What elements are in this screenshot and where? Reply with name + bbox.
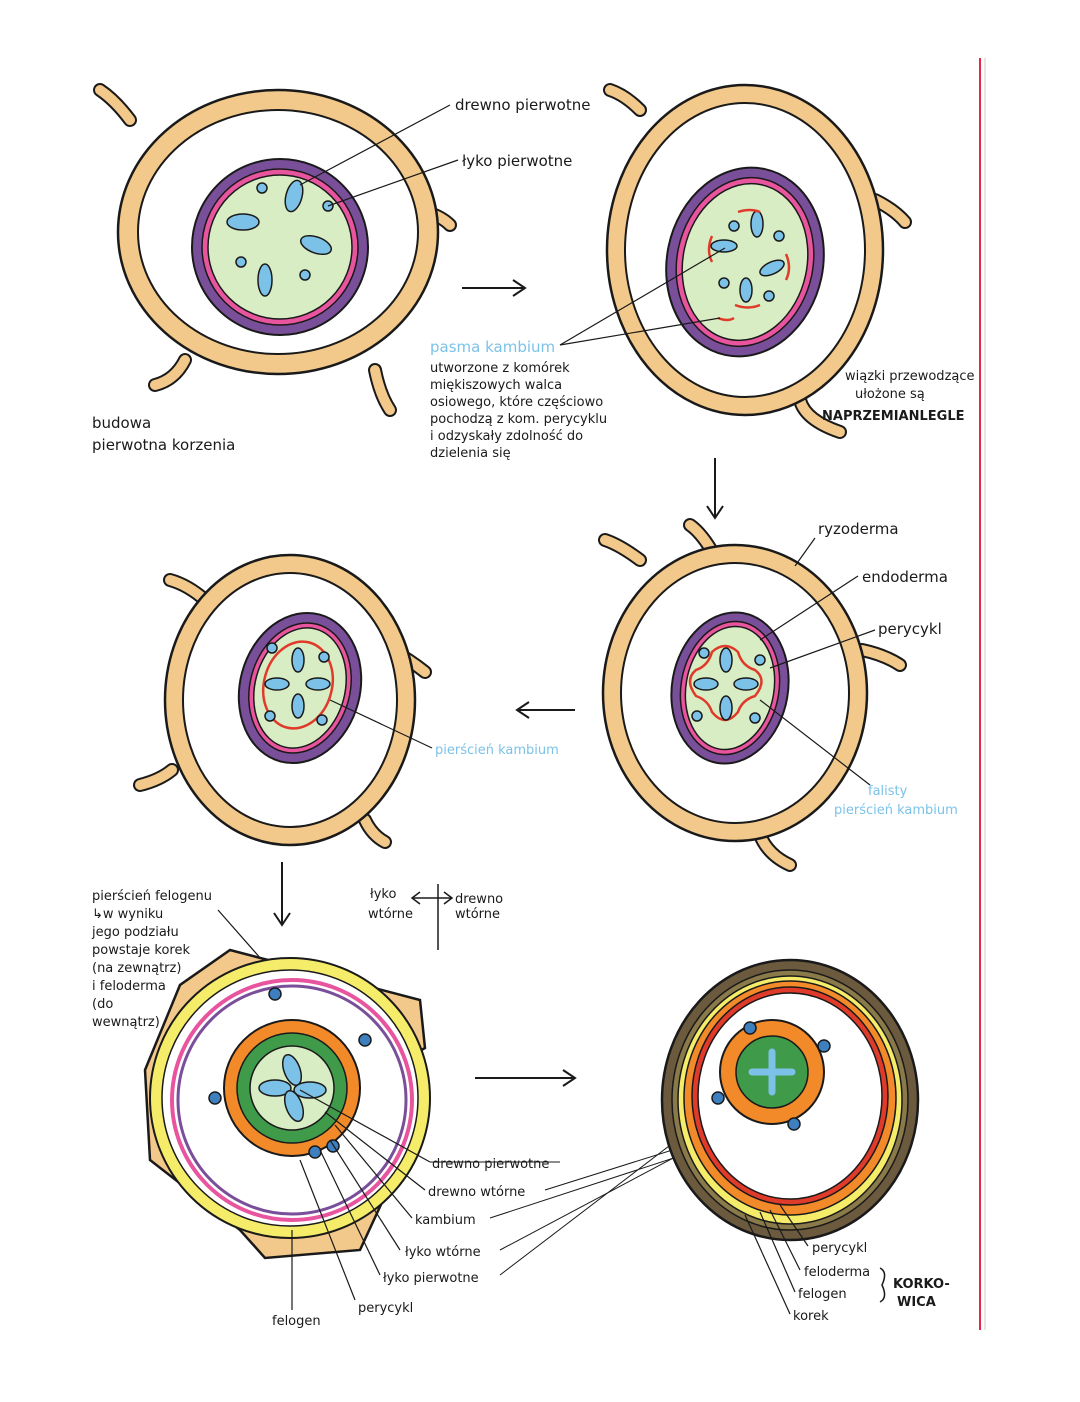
label-cambium-strips-line4: pochodzą z kom. perycyklu (430, 412, 607, 427)
label-bundles-alternate: wiązki przewodzące ułożone są NAPRZEMIAN… (822, 369, 975, 424)
label-bottom-cambium: kambium (415, 1213, 476, 1228)
label-wavy-cambium-line1: falisty (868, 784, 908, 799)
brace-korkowica (879, 1267, 886, 1303)
label-bottom-pericycle: perycykl (358, 1301, 413, 1316)
arrow-stage4-to-stage5 (273, 862, 291, 927)
label-phellogen-line7: (do (92, 997, 113, 1012)
leader-wavy-cambium (759, 699, 871, 786)
label-bottom-phellogen: felogen (272, 1314, 321, 1329)
leader-rhizodermis (794, 537, 816, 567)
label-secondary-xylem-line1: drewno (455, 892, 503, 907)
leader-cambium-strip-2 (559, 317, 721, 346)
leaders-right-list (744, 1204, 809, 1315)
label-cambium-strips-line5: i odzyskały zdolność do (430, 429, 583, 444)
label-rhizodermis: ryzoderma (818, 520, 899, 538)
label-cambium-ring: pierścień kambium (435, 743, 559, 758)
label-primary-xylem: drewno pierwotne (455, 96, 590, 114)
stage1-primary-root (93, 83, 457, 417)
label-pericycle: perycykl (878, 620, 942, 638)
label-phellogen-line5: (na zewnątrz) (92, 961, 181, 976)
stage4-cambium-ring (133, 553, 432, 849)
label-bottom-primary-phloem: łyko pierwotne (383, 1271, 479, 1286)
label-primary-phloem: łyko pierwotne (462, 152, 572, 170)
label-primary-structure-line2: pierwotna korzenia (92, 436, 235, 454)
label-cambium-strips-line2: miękiszowych walca (430, 378, 562, 393)
label-phellogen-line3: jego podziału (91, 925, 179, 940)
label-wavy-cambium-line2: pierścień kambium (834, 803, 958, 818)
label-secondary-phloem-line1: łyko (370, 887, 396, 902)
label-right-phelloderm: feloderma (804, 1265, 870, 1280)
label-bottom-secondary-phloem: łyko wtórne (405, 1245, 481, 1260)
leader-primary-xylem (299, 104, 451, 186)
label-phellogen-line8: wewnątrz) (92, 1015, 160, 1030)
leader-endodermis (759, 575, 859, 641)
label-cambium-strips-line3: osiowego, które częściowo (430, 395, 603, 410)
label-primary-structure-line1: budowa (92, 414, 151, 432)
label-phellogen-line4: powstaje korek (92, 943, 190, 958)
label-right-phellogen: felogen (798, 1287, 847, 1302)
label-secondary-tissues: łyko wtórne drewno wtórne (368, 884, 503, 950)
leader-cambium-ring (329, 699, 433, 749)
stage5-secondary-growth (143, 948, 431, 1260)
label-secondary-xylem-line2: wtórne (455, 907, 500, 922)
leader-phellogen-ring (217, 909, 263, 961)
label-phellogen-line6: i feloderma (92, 979, 166, 994)
label-right-pericycle: perycykl (812, 1241, 867, 1256)
label-wavy-cambium: falisty pierścień kambium (834, 784, 958, 818)
label-cambium-strips-line6: dzielenia się (430, 446, 511, 461)
label-phellogen-line1: pierścień felogenu (92, 889, 212, 904)
label-cambium-strips-title: pasma kambium (430, 338, 555, 356)
label-primary-structure: budowa pierwotna korzenia (92, 414, 235, 454)
label-cambium-strips: pasma kambium utworzone z komórek miękis… (430, 338, 607, 461)
label-secondary-phloem-line2: wtórne (368, 907, 413, 922)
label-bottom-primary-xylem: drewno pierwotne (432, 1157, 549, 1172)
label-bundles-line1: wiązki przewodzące (845, 369, 975, 384)
label-cambium-strips-line1: utworzone z komórek (430, 361, 570, 376)
label-phellogen-ring: pierścień felogenu ↳w wyniku jego podzia… (91, 889, 212, 1030)
label-korkowica-line1: KORKO- (893, 1277, 950, 1292)
label-bottom-list: drewno pierwotne drewno wtórne kambium ł… (272, 1157, 549, 1329)
label-endodermis: endoderma (862, 568, 948, 586)
label-phellogen-line2: ↳w wyniku (92, 907, 163, 922)
label-bundles-bold: NAPRZEMIANLEGLE (822, 409, 965, 424)
stage6-periderm (660, 958, 920, 1242)
leader-primary-phloem (327, 159, 459, 207)
label-bundles-line2: ułożone są (855, 387, 925, 402)
stage3-wavy-cambium (598, 518, 907, 872)
arrow-stage5-to-stage6 (475, 1069, 577, 1087)
arrow-stage2-to-stage3 (706, 458, 724, 520)
arrow-stage1-to-stage2 (462, 279, 527, 297)
leader-cambium-strip-1 (559, 247, 726, 346)
label-korkowica-line2: WICA (897, 1295, 936, 1310)
label-right-list: perycykl feloderma felogen korek KORKO- … (793, 1241, 950, 1324)
leader-pericycle (769, 629, 876, 669)
label-right-cork: korek (793, 1309, 829, 1324)
label-bottom-secondary-xylem: drewno wtórne (428, 1185, 525, 1200)
arrow-stage3-to-stage4 (515, 701, 575, 719)
